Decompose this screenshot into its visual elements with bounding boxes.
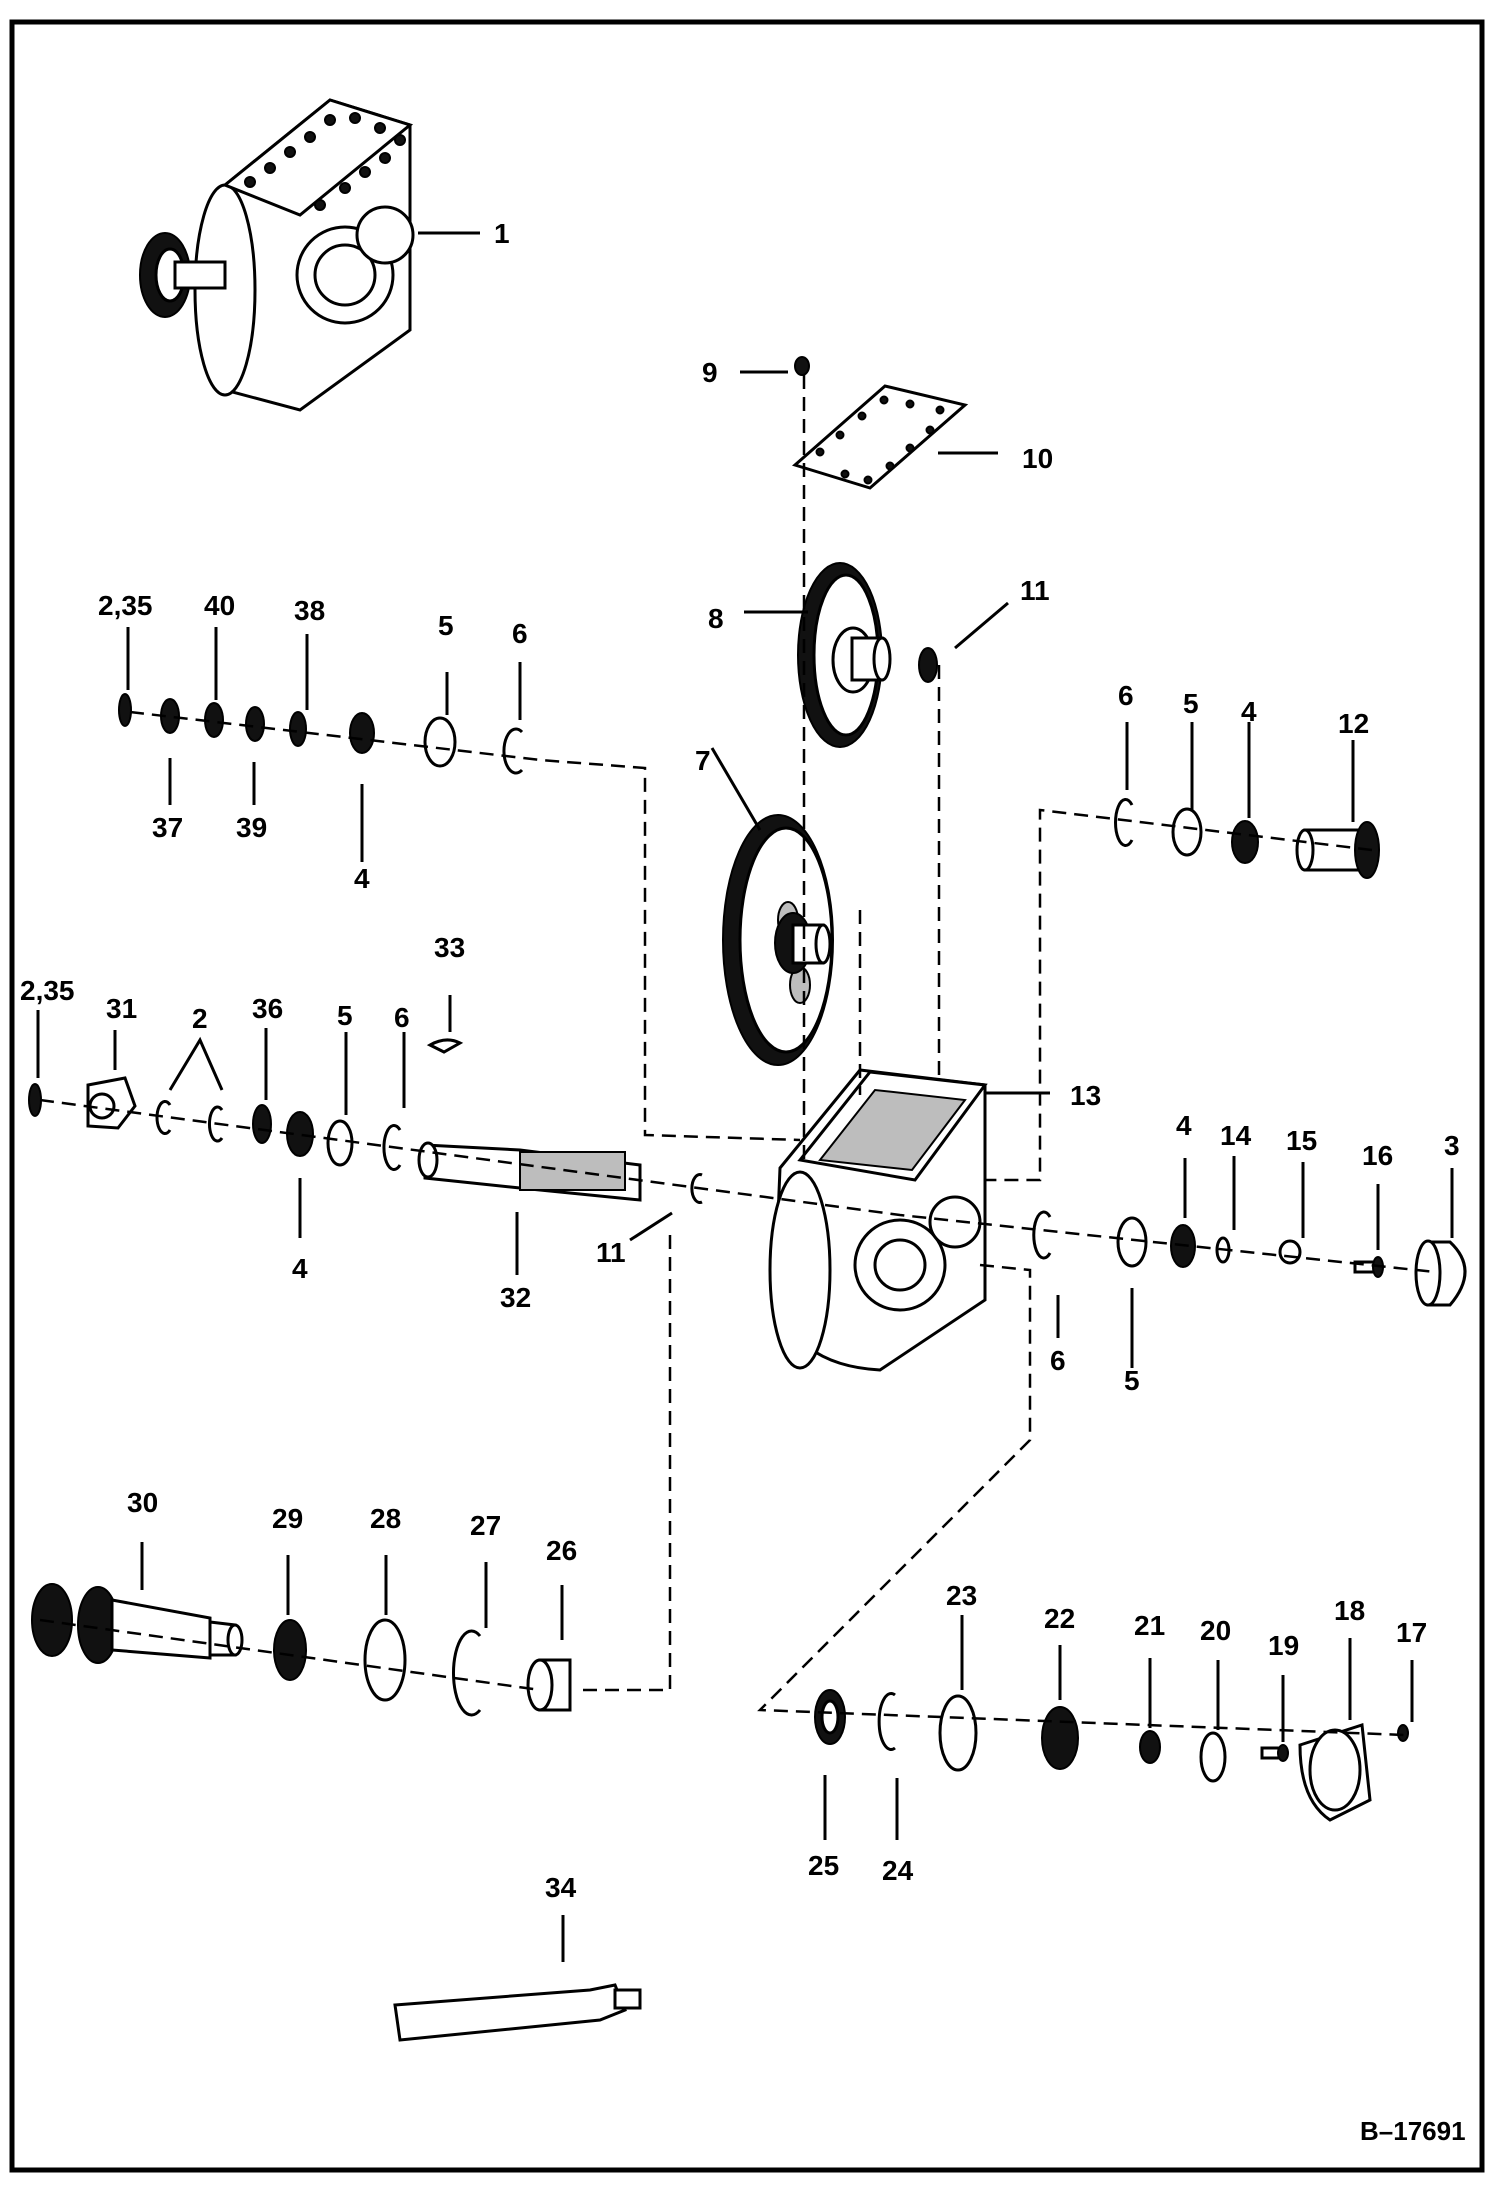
lower-right-parts [814, 1615, 1414, 1840]
callout-8: 8 [708, 603, 724, 634]
callout-34: 34 [545, 1872, 577, 1903]
callout-2-35-upper: 2,35 [98, 590, 153, 621]
callout-14: 14 [1220, 1120, 1252, 1151]
callout-13: 13 [1070, 1080, 1101, 1111]
callout-3: 3 [1444, 1130, 1460, 1161]
callout-24: 24 [882, 1855, 914, 1886]
callout-4-middle: 4 [292, 1253, 308, 1284]
callout-15: 15 [1286, 1125, 1317, 1156]
callout-28: 28 [370, 1503, 401, 1534]
callout-6-lower-right: 6 [1050, 1345, 1066, 1376]
callout-21: 21 [1134, 1610, 1165, 1641]
callout-17: 17 [1396, 1617, 1427, 1648]
lower-left-parts [31, 1542, 572, 1717]
upper-right-parts [1114, 722, 1380, 879]
callout-10: 10 [1022, 443, 1053, 474]
diagram-border [9, 19, 1485, 2173]
callout-labels: 1 9 10 2,35 40 38 5 6 8 11 37 39 4 7 6 5… [20, 218, 1466, 2146]
callout-39: 39 [236, 812, 267, 843]
callout-1: 1 [494, 218, 510, 249]
callout-40: 40 [204, 590, 235, 621]
callout-5-upper-right: 5 [1183, 688, 1199, 719]
figure-id-label: B–17691 [1360, 2116, 1466, 2146]
right-output-parts [1032, 1156, 1467, 1368]
part-10-cover-plate [791, 384, 998, 490]
callout-18: 18 [1334, 1595, 1365, 1626]
callout-4-upper: 4 [354, 863, 370, 894]
callout-22: 22 [1044, 1603, 1075, 1634]
callout-9: 9 [702, 357, 718, 388]
callout-6-middle: 6 [394, 1002, 410, 1033]
part-1-final-drive-assembly [139, 98, 480, 412]
part-34-sealant-tube [393, 1915, 642, 2042]
callout-29: 29 [272, 1503, 303, 1534]
part-13-housing [768, 1068, 1050, 1372]
upper-shaft-parts [118, 627, 524, 862]
callout-4-upper-right: 4 [1241, 696, 1257, 727]
callout-23: 23 [946, 1580, 977, 1611]
callout-5-upper: 5 [438, 610, 454, 641]
callout-7: 7 [695, 745, 711, 776]
callout-30: 30 [127, 1487, 158, 1518]
callout-11-upper: 11 [1020, 575, 1050, 606]
callout-25: 25 [808, 1850, 839, 1881]
callout-36: 36 [252, 993, 283, 1024]
part-33-key [426, 995, 464, 1054]
callout-31: 31 [106, 993, 137, 1024]
callout-2-35-middle: 2,35 [20, 975, 75, 1006]
callout-2: 2 [192, 1003, 208, 1034]
callout-12: 12 [1338, 708, 1369, 739]
callout-5-lower-right: 5 [1124, 1365, 1140, 1396]
callout-38: 38 [294, 595, 325, 626]
callout-26: 26 [546, 1535, 577, 1566]
callout-11-lower: 11 [596, 1237, 626, 1268]
callout-6-upper: 6 [512, 618, 528, 649]
callout-19: 19 [1268, 1630, 1299, 1661]
callout-33: 33 [434, 932, 465, 963]
callout-6-upper-right: 6 [1118, 680, 1134, 711]
part-9-screw [740, 356, 810, 376]
callout-16: 16 [1362, 1140, 1393, 1171]
part-7-large-gear [710, 747, 834, 1066]
part-8-gear [744, 562, 892, 748]
callout-20: 20 [1200, 1615, 1231, 1646]
callout-27: 27 [470, 1510, 501, 1541]
assembly-center-lines [39, 375, 1436, 1737]
callout-37: 37 [152, 812, 183, 843]
part-11-upper-ring [918, 601, 1009, 683]
callout-5-middle: 5 [337, 1000, 353, 1031]
callout-4-right: 4 [1176, 1110, 1192, 1141]
callout-32: 32 [500, 1282, 531, 1313]
